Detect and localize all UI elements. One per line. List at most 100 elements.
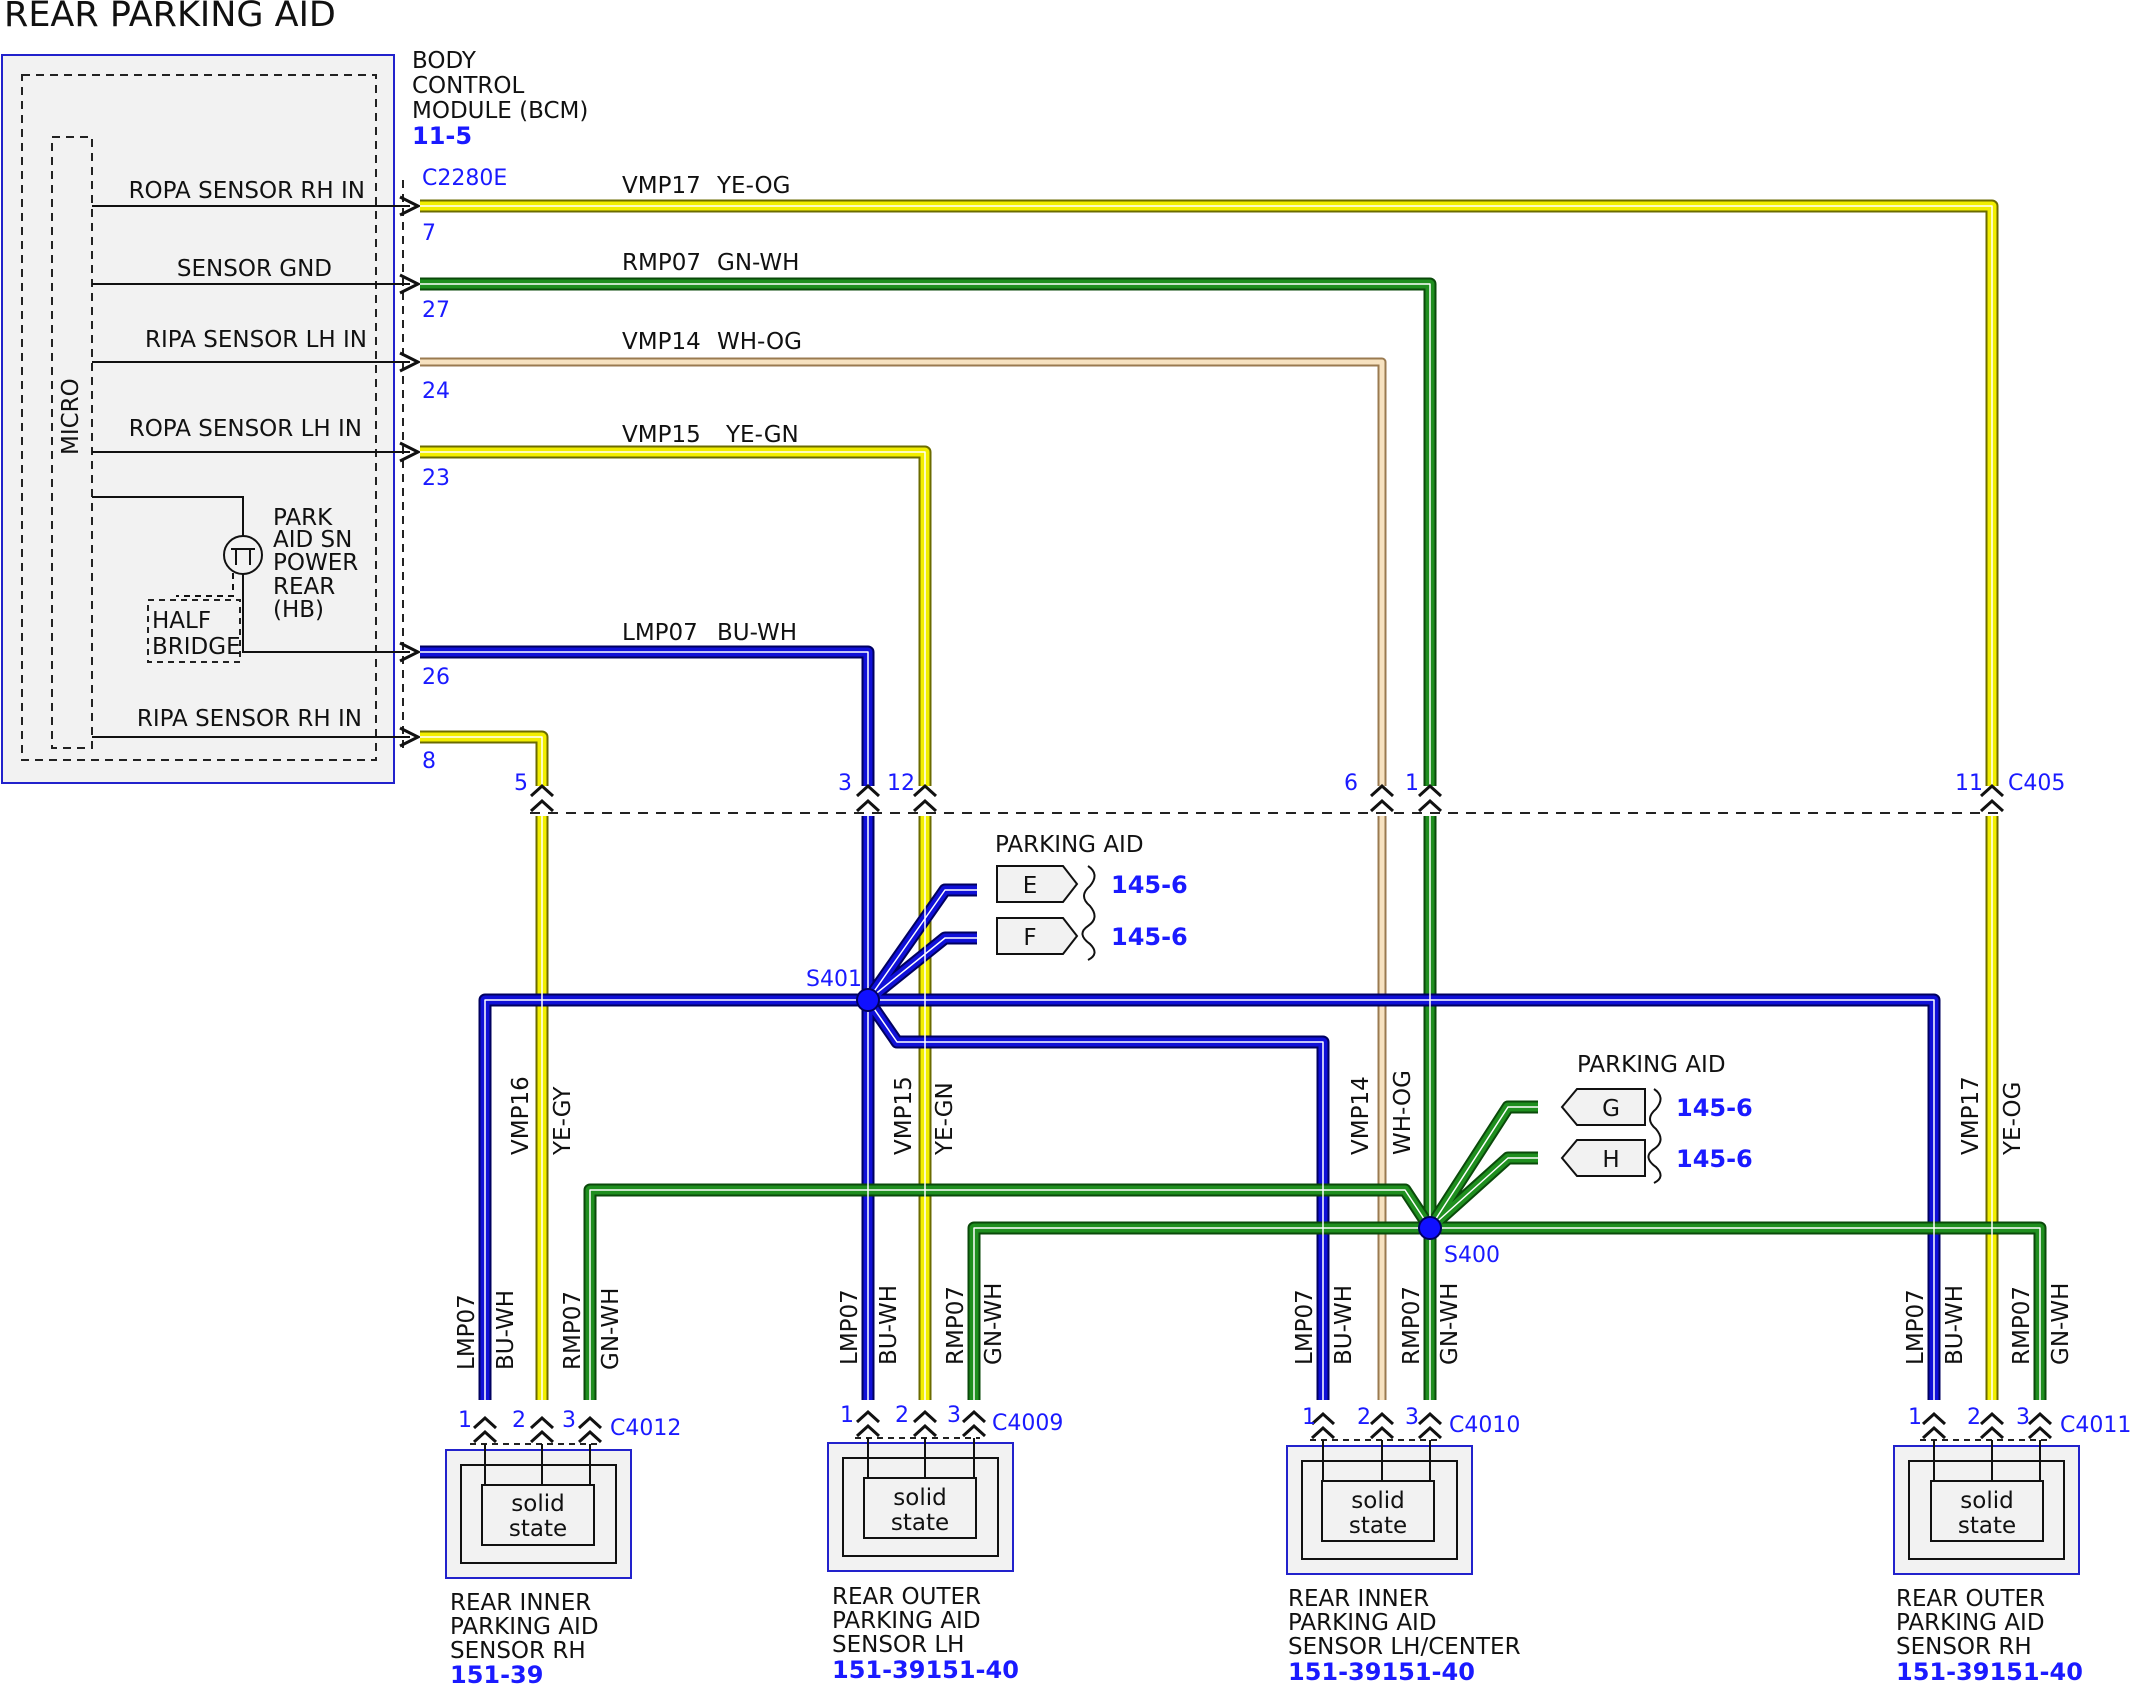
sensor-ref-link[interactable]: 151-39 xyxy=(450,1661,543,1687)
ref-page-link[interactable]: 145-6 xyxy=(1111,871,1188,899)
sensor-body-line-1: solid xyxy=(511,1491,564,1517)
wire-vmp15 xyxy=(420,445,932,1400)
power-label-line-5: (HB) xyxy=(273,597,324,623)
sensor-connector-label: C4009 xyxy=(992,1411,1063,1436)
sensor-c4012-wire-labels: LMP07 BU-WH RMP07 GN-WH xyxy=(454,1288,624,1370)
sensor-name-line-1: REAR INNER xyxy=(450,1590,591,1616)
wire-tracer-stripes xyxy=(420,205,2041,1400)
sensor-body-line-1: solid xyxy=(1960,1488,2013,1514)
sensor-name-line-3: SENSOR RH xyxy=(1896,1634,2032,1660)
sensor-pin: 1 xyxy=(1908,1405,1922,1430)
bcm-pin-number: 24 xyxy=(422,379,450,404)
sensor-ref-link[interactable]: 151-39151-40 xyxy=(1896,1658,2083,1686)
bcm-circuit-label: RIPA SENSOR RH IN xyxy=(137,706,362,732)
bcm-circuit-label: ROPA SENSOR LH IN xyxy=(129,416,362,442)
parking-aid-ref-h[interactable]: H 145-6 xyxy=(1560,1139,1753,1177)
sensor-name-line-3: SENSOR LH/CENTER xyxy=(1288,1634,1521,1660)
vertical-circuit-label: VMP17 xyxy=(1958,1076,1984,1155)
sensor-wire-circuit: LMP07 xyxy=(1292,1289,1318,1365)
sensor-pin: 2 xyxy=(1967,1405,1981,1430)
wire-color-label: WH-OG xyxy=(717,329,802,355)
sensor-wire-circuit: RMP07 xyxy=(560,1291,586,1370)
sensor-pin: 3 xyxy=(562,1408,576,1433)
half-bridge-symbol-icon xyxy=(147,535,263,663)
parking-aid-ref-g[interactable]: G 145-6 xyxy=(1560,1088,1753,1126)
sensor-wire-circuit: RMP07 xyxy=(1399,1286,1425,1365)
bcm-pin-number: 7 xyxy=(422,221,436,246)
sensor-pin: 2 xyxy=(895,1403,909,1428)
bcm-module: MICRO xyxy=(1,54,404,784)
wire-circuit-label: VMP15 xyxy=(622,422,701,448)
sensor-pin: 1 xyxy=(1302,1405,1316,1430)
sensor-name-line-3: SENSOR LH xyxy=(832,1632,964,1658)
wire-color-label: GN-WH xyxy=(717,250,799,276)
vertical-color-label: YE-OG xyxy=(2000,1082,2026,1156)
sensor-wire-circuit: LMP07 xyxy=(454,1294,480,1370)
sensor-name-line-2: PARKING AID xyxy=(1288,1610,1437,1636)
sensor-wire-color: BU-WH xyxy=(876,1285,902,1365)
sensor-wire-circuit: LMP07 xyxy=(837,1289,863,1365)
power-label-line-3: POWER xyxy=(273,550,358,576)
wire-vmp14 xyxy=(420,357,1387,1400)
sensor-body-line-2: state xyxy=(891,1510,949,1536)
sensor-pin: 2 xyxy=(1357,1405,1371,1430)
sensor-name-line-1: REAR OUTER xyxy=(832,1584,981,1610)
sensor-pin: 3 xyxy=(1405,1405,1419,1430)
wire-circuit-label: VMP17 xyxy=(622,173,701,199)
wire-color-label: BU-WH xyxy=(717,620,797,646)
brace-icon xyxy=(1647,1088,1662,1184)
sensor-wire-circuit: LMP07 xyxy=(1903,1289,1929,1365)
sensor-body-line-2: state xyxy=(1958,1513,2016,1539)
sensor-name-line-1: REAR INNER xyxy=(1288,1586,1429,1612)
sensor-body-line-2: state xyxy=(509,1516,567,1542)
bcm-pin-number: 27 xyxy=(422,298,450,323)
bcm-circuit-label: ROPA SENSOR RH IN xyxy=(129,178,365,204)
diagram-title: REAR PARKING AID xyxy=(4,0,336,35)
bcm-ref-link[interactable]: 11-5 xyxy=(412,122,472,150)
sensor-c4009 xyxy=(827,1409,1014,1572)
ref-page-link[interactable]: 145-6 xyxy=(1111,923,1188,951)
micro-label: MICRO xyxy=(58,378,84,455)
sensor-name-line-3: SENSOR RH xyxy=(450,1638,586,1664)
sensor-wire-color: BU-WH xyxy=(1331,1285,1357,1365)
vertical-circuit-label: VMP16 xyxy=(508,1076,534,1155)
c405-pin: 12 xyxy=(887,771,915,796)
sensor-c4009-wire-labels: LMP07 BU-WH RMP07 GN-WH xyxy=(837,1283,1007,1365)
vertical-circuit-label: VMP14 xyxy=(1348,1076,1374,1155)
parking-aid-ref-e[interactable]: E 145-6 xyxy=(996,865,1188,903)
sensor-pin: 3 xyxy=(947,1403,961,1428)
bcm-circuit-label: SENSOR GND xyxy=(177,256,332,282)
sensor-c4010-wire-labels: LMP07 BU-WH RMP07 GN-WH xyxy=(1292,1283,1463,1365)
wire-color-label: YE-OG xyxy=(716,173,790,199)
parking-aid-ref-title: PARKING AID xyxy=(1577,1052,1726,1078)
bcm-name-line-1: BODY xyxy=(412,48,477,74)
sensor-ref-link[interactable]: 151-39151-40 xyxy=(1288,1658,1475,1686)
sensor-wire-circuit: RMP07 xyxy=(943,1286,969,1365)
sensor-pin: 1 xyxy=(840,1403,854,1428)
bcm-connector-label: C2280E xyxy=(422,166,507,191)
parking-aid-ref-title: PARKING AID xyxy=(995,832,1144,858)
c405-pin: 1 xyxy=(1405,771,1419,796)
sensor-ref-link[interactable]: 151-39151-40 xyxy=(832,1656,1019,1684)
ref-page-link[interactable]: 145-6 xyxy=(1676,1094,1753,1122)
bcm-circuit-label: RIPA SENSOR LH IN xyxy=(145,327,367,353)
bcm-pin-arrows xyxy=(399,195,422,748)
sensor-body-line-1: solid xyxy=(1351,1488,1404,1514)
sensor-connector-label: C4012 xyxy=(610,1416,681,1441)
sensor-pin: 2 xyxy=(512,1408,526,1433)
sensor-name-line-2: PARKING AID xyxy=(832,1608,981,1634)
vertical-circuit-label: VMP15 xyxy=(891,1076,917,1155)
power-label-line-2: AID SN xyxy=(273,527,352,553)
bcm-pin-number: 26 xyxy=(422,665,450,690)
vertical-color-label: WH-OG xyxy=(1390,1070,1416,1155)
sensor-name-line-2: PARKING AID xyxy=(450,1614,599,1640)
sensor-body-line-1: solid xyxy=(893,1485,946,1511)
splice-s400-dot xyxy=(1418,1216,1442,1240)
sensor-wire-color: GN-WH xyxy=(598,1288,624,1370)
parking-aid-ref-f[interactable]: F 145-6 xyxy=(996,917,1188,955)
bcm-pin-number: 23 xyxy=(422,466,450,491)
ref-page-link[interactable]: 145-6 xyxy=(1676,1145,1753,1173)
splice-s400-label: S400 xyxy=(1444,1243,1500,1268)
wire-circuit-label: LMP07 xyxy=(622,620,698,646)
